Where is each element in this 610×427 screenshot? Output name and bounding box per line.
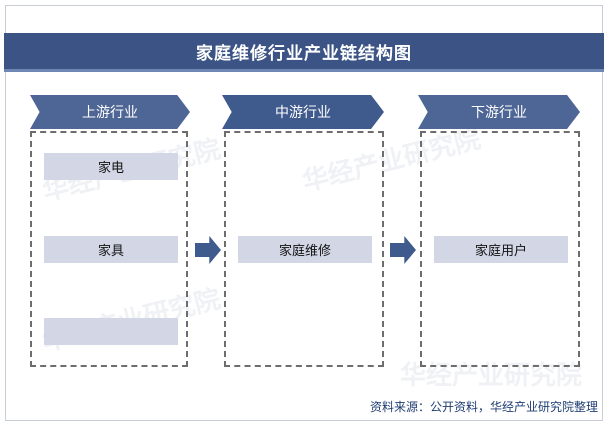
stage-box-upstream [30, 131, 188, 367]
stage-header-midstream: 中游行业 [222, 95, 384, 129]
item-placeholder [44, 318, 178, 345]
stage-box-downstream [420, 131, 580, 367]
item-home-appliances: 家电 [44, 153, 178, 180]
diagram-frame [5, 5, 603, 421]
source-note: 资料来源：公开资料，华经产业研究院整理 [369, 400, 598, 414]
item-home-repair: 家庭维修 [238, 236, 372, 263]
stage-box-midstream [224, 131, 384, 367]
item-furniture: 家具 [44, 236, 178, 263]
stage-header-upstream: 上游行业 [30, 95, 190, 129]
item-household-users: 家庭用户 [434, 236, 568, 263]
diagram-title: 家庭维修行业产业链结构图 [4, 33, 604, 72]
stage-header-downstream: 下游行业 [418, 95, 580, 129]
